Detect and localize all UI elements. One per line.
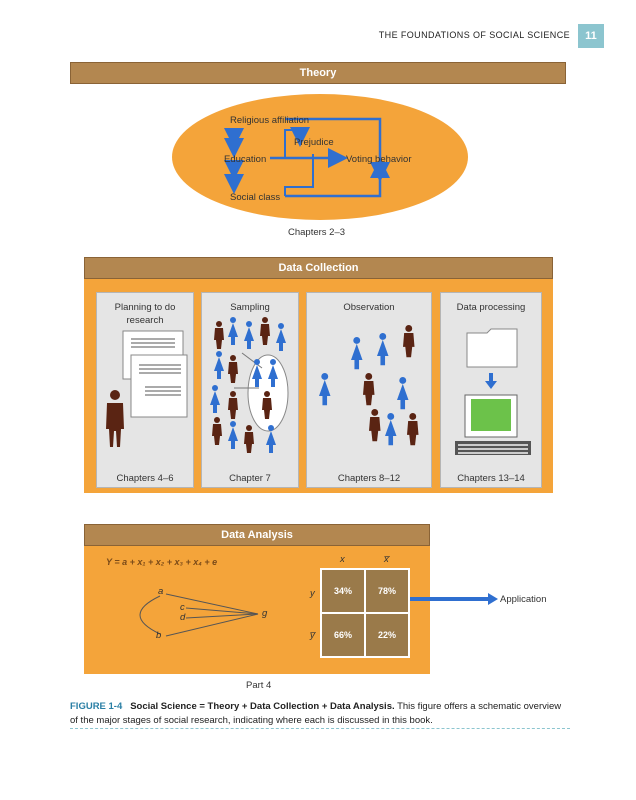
col-header-x: x xyxy=(340,554,345,565)
part-label: Part 4 xyxy=(246,680,272,691)
person-icon xyxy=(268,359,278,387)
cell-y-xbar: 78% xyxy=(366,570,408,612)
panel-observation: Observation Chapters 8–12 xyxy=(306,292,432,488)
person-icon xyxy=(228,355,238,383)
person-icon xyxy=(210,385,220,413)
panel-observation-chapters: Chapters 8–12 xyxy=(337,473,401,484)
analysis-title-bar: Data Analysis xyxy=(84,524,430,546)
person-icon xyxy=(214,321,224,349)
path-diagram xyxy=(139,593,259,637)
person-icon xyxy=(385,413,397,446)
regression-equation: Y = a + x₁ + x₂ + x₃ + x₄ + e xyxy=(106,557,218,567)
panel-processing: Data processing Chapters 13–14 xyxy=(440,292,542,488)
person-icon xyxy=(276,323,286,351)
panel-sampling-label: Sampling xyxy=(230,302,270,313)
arrow-religion-voting xyxy=(285,117,390,182)
analysis-title: Data Analysis xyxy=(221,529,293,541)
figure-number: FIGURE 1-4 xyxy=(70,701,123,712)
panel-observation-label: Observation xyxy=(343,302,395,313)
planning-illustration xyxy=(106,330,188,447)
row-header-y: y xyxy=(310,588,315,599)
observation-illustration xyxy=(319,325,419,446)
person-icon xyxy=(319,373,331,406)
panel-sampling: Sampling Chapter 7 xyxy=(201,292,299,488)
running-title: THE FOUNDATIONS OF SOCIAL SCIENCE xyxy=(378,30,570,40)
path-letter-c: c xyxy=(180,602,185,613)
person-icon xyxy=(106,390,124,447)
theory-title-bar: Theory xyxy=(70,62,566,84)
person-icon xyxy=(228,317,238,345)
person-icon xyxy=(407,413,419,446)
collection-title: Data Collection xyxy=(278,262,359,274)
application-arrow xyxy=(410,593,498,605)
person-icon xyxy=(244,425,254,453)
page-number: 11 xyxy=(578,24,604,48)
cell-y-x: 34% xyxy=(322,570,364,612)
col-header-xbar: x̅ xyxy=(384,554,389,565)
panel-planning-label: Planning to do research xyxy=(114,302,176,326)
application-label: Application xyxy=(500,594,547,605)
path-letter-b: b xyxy=(156,630,162,641)
theory-chapters: Chapters 2–3 xyxy=(288,227,346,238)
theory-title: Theory xyxy=(299,67,337,79)
person-icon xyxy=(260,317,270,345)
path-letter-a: a xyxy=(158,586,164,597)
person-icon xyxy=(403,325,415,358)
panel-planning: Planning to do research Chapters 4–6 xyxy=(96,292,194,488)
panel-sampling-chapters: Chapter 7 xyxy=(229,473,271,484)
path-letter-g: g xyxy=(262,608,268,619)
person-icon xyxy=(369,409,381,442)
sampling-illustration xyxy=(210,317,289,453)
document-icon xyxy=(130,354,188,418)
path-letter-d: d xyxy=(180,612,186,623)
collection-title-bar: Data Collection xyxy=(84,257,553,279)
cell-ybar-x: 66% xyxy=(322,614,364,656)
panel-planning-chapters: Chapters 4–6 xyxy=(116,473,174,484)
arrow-down-icon xyxy=(485,381,497,389)
caption-divider xyxy=(70,728,570,729)
var-religious-affiliation: Religious affiliation xyxy=(230,115,309,126)
person-icon xyxy=(228,391,238,419)
person-icon xyxy=(252,359,262,387)
var-prejudice: Prejudice xyxy=(294,137,334,148)
figure-text: This figure offers a schematic overview … xyxy=(70,701,562,726)
row-header-ybar: y̅ xyxy=(310,630,315,641)
theory-diagram: Religious affiliation Prejudice Educatio… xyxy=(172,94,468,220)
figure-caption: FIGURE 1-4 Social Science = Theory + Dat… xyxy=(70,700,570,728)
cell-ybar-xbar: 22% xyxy=(366,614,408,656)
var-social-class: Social class xyxy=(230,192,280,203)
person-icon xyxy=(266,425,276,453)
person-icon xyxy=(214,351,224,379)
person-icon xyxy=(212,417,222,445)
panel-processing-label: Data processing xyxy=(456,302,526,313)
person-icon xyxy=(228,421,238,449)
var-voting-behavior: Voting behavior xyxy=(346,154,412,165)
arrow-class-voting xyxy=(285,158,390,198)
processing-illustration xyxy=(455,328,531,455)
person-icon xyxy=(397,377,409,410)
person-icon xyxy=(351,337,363,370)
folder-icon xyxy=(466,328,518,368)
running-header: THE FOUNDATIONS OF SOCIAL SCIENCE 11 xyxy=(0,24,636,48)
person-icon xyxy=(244,321,254,349)
figure-title: Social Science = Theory + Data Collectio… xyxy=(130,701,395,712)
panel-processing-chapters: Chapters 13–14 xyxy=(457,473,525,484)
var-education: Education xyxy=(224,154,266,165)
person-icon xyxy=(363,373,375,406)
person-icon xyxy=(377,333,389,366)
person-icon xyxy=(262,391,272,419)
